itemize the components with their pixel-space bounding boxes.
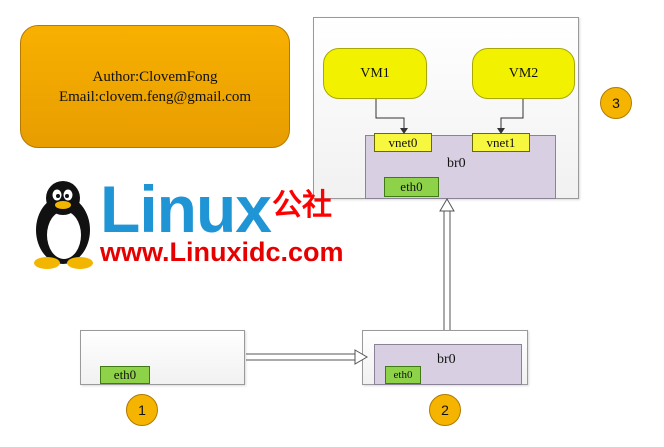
host-2-eth0: eth0 — [385, 366, 421, 384]
email-text: Email:clovem.feng@gmail.com — [58, 88, 252, 105]
logo-url: www.Linuxidc.com — [100, 237, 344, 267]
vnet0-port: vnet0 — [374, 133, 432, 152]
vm1-node: VM1 — [323, 48, 427, 99]
author-info-box: Author:ClovemFong Email:clovem.feng@gmai… — [20, 25, 290, 148]
badge-3: 3 — [600, 87, 632, 119]
host-2-bridge-label: br0 — [437, 352, 456, 367]
vm2-to-vnet1-arrow — [497, 99, 524, 134]
author-text: Author:ClovemFong — [92, 68, 218, 85]
host2-to-host3-arrow — [439, 198, 455, 330]
vm1-to-vnet0-arrow — [375, 99, 408, 134]
host-3-eth0: eth0 — [384, 177, 439, 197]
vm2-node: VM2 — [472, 48, 575, 99]
host-3-bridge-label: br0 — [447, 156, 466, 171]
host1-to-host2-arrow — [246, 349, 368, 365]
logo-word: Linux — [100, 172, 272, 246]
badge-1: 1 — [126, 394, 158, 426]
badge-2: 2 — [429, 394, 461, 426]
host-2-bridge — [374, 344, 522, 385]
logo-chinese-text: 公社 — [272, 188, 332, 223]
host-1-eth0: eth0 — [100, 366, 150, 384]
